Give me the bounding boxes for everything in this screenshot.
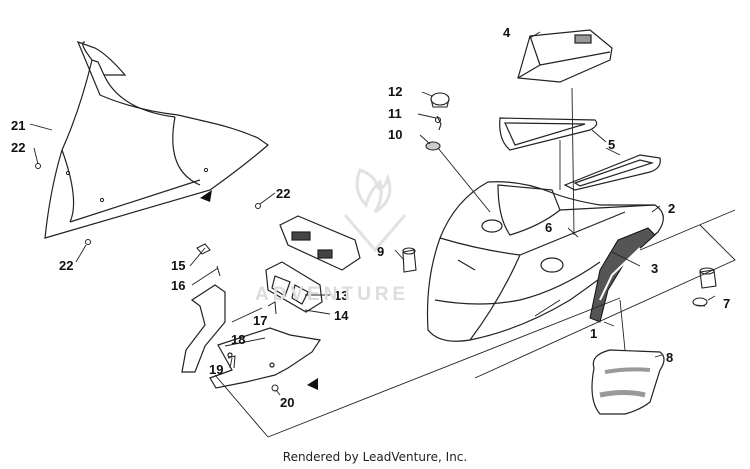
callout-16: 16 (171, 278, 185, 293)
bracket-direction-arrow (307, 378, 318, 390)
callout-8: 8 (666, 350, 673, 365)
callout-1: 1 (590, 326, 597, 341)
callout-20: 20 (280, 395, 294, 410)
footer-credit: Rendered by LeadVenture, Inc. (282, 450, 468, 464)
callout-6: 6 (545, 220, 552, 235)
callout-22-right: 22 (276, 186, 290, 201)
callout-21: 21 (11, 118, 25, 133)
mounting-brackets (181, 284, 322, 389)
callout-11: 11 (388, 106, 402, 121)
gauge-housing (265, 215, 361, 313)
callout-12: 12 (388, 84, 402, 99)
hood-decal (589, 227, 656, 323)
callout-22-bottom: 22 (59, 258, 73, 273)
vent-covers (499, 117, 661, 191)
windshield (44, 40, 269, 239)
callout-14: 14 (334, 308, 349, 323)
fuse-holder (692, 267, 717, 307)
callout-2: 2 (668, 201, 675, 216)
windshield-direction-arrow (200, 190, 212, 202)
callout-13: 13 (334, 288, 348, 303)
callout-18: 18 (231, 332, 245, 347)
leader-lines (29, 31, 716, 396)
callout-19: 19 (209, 362, 223, 377)
hood (426, 181, 664, 342)
callout-9: 9 (377, 244, 384, 259)
hood-panel (591, 349, 665, 415)
callout-7: 7 (723, 296, 730, 311)
callout-3: 3 (651, 261, 658, 276)
callout-4: 4 (503, 25, 511, 40)
rubber-grommet (402, 247, 417, 273)
watermark-logo (343, 168, 407, 253)
callout-17: 17 (253, 313, 267, 328)
callout-5: 5 (608, 137, 615, 152)
callout-10: 10 (388, 127, 402, 142)
callout-15: 15 (171, 258, 185, 273)
ignition-parts (425, 92, 450, 151)
headlight-cover (517, 29, 613, 83)
fasteners (196, 243, 279, 392)
watermark-text: ADVENTURE (255, 284, 410, 305)
callout-22-left: 22 (11, 140, 25, 155)
assembly-boundary (214, 209, 736, 438)
